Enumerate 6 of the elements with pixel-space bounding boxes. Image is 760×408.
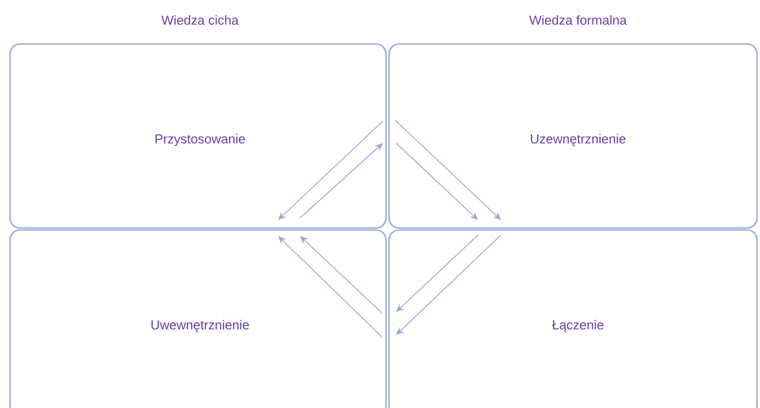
quadrant-box: Łączenie (388, 229, 758, 408)
column-heading: Wiedza formalna (529, 15, 627, 25)
quadrant-box: Przystosowanie (9, 43, 387, 229)
quadrant-box: Uwewnętrznienie (9, 229, 387, 408)
quadrant-box: Uzewnętrznienie (388, 43, 758, 229)
column-heading: Wiedza cicha (161, 15, 239, 25)
